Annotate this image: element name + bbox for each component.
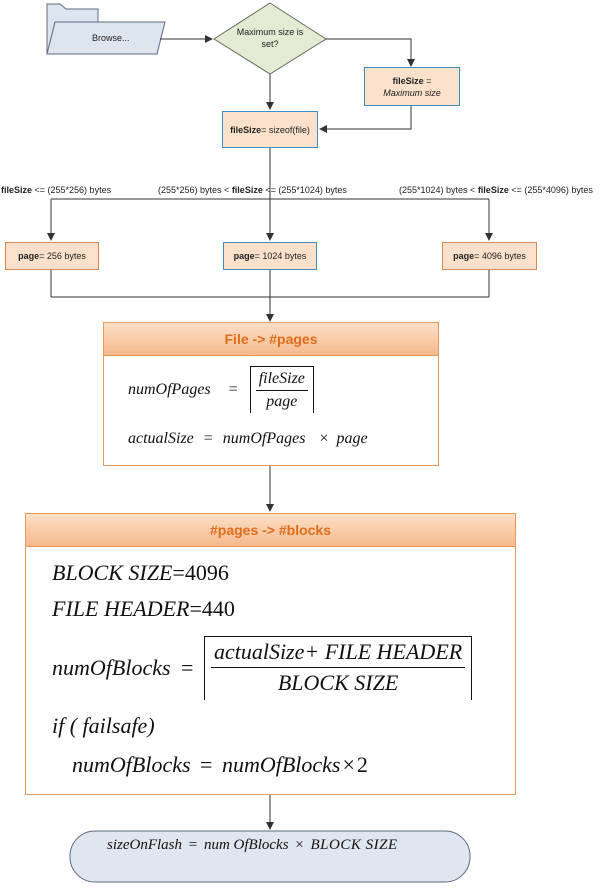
eq-sign: =	[423, 75, 432, 86]
block-size-formula: BLOCK SIZE=4096	[52, 560, 229, 585]
folder-icon	[46, 3, 166, 55]
pages-blocks-panel: #pages -> #blocks	[25, 513, 516, 795]
terminal-shape	[69, 830, 471, 883]
failsafe-formula: numOfBlocks = numOfBlocks×2	[72, 752, 368, 777]
maximum-size-value: Maximum size	[383, 87, 441, 98]
decision-label: Maximum size is set?	[236, 27, 304, 49]
filesize-var: fileSize	[392, 75, 424, 86]
panel-title: #pages -> #blocks	[26, 514, 515, 547]
failsafe-condition: if ( failsafe)	[52, 713, 155, 738]
page-1024-box: page = 1024 bytes	[223, 242, 317, 270]
filesize-var: fileSize	[230, 124, 262, 135]
file-pages-panel: File -> #pages	[103, 322, 439, 466]
actual-size-formula: actualSize = numOfPages × page	[128, 430, 368, 447]
panel-title: File -> #pages	[104, 323, 438, 356]
size-on-flash-formula: sizeOnFlash = num OfBlocks × BLOCK SIZE	[107, 837, 398, 853]
page-256-box: page = 256 bytes	[5, 242, 99, 270]
sizeof-text: = sizeof(file)	[261, 124, 310, 135]
sizeof-box: fileSize = sizeof(file)	[222, 111, 318, 148]
condition-large: (255*1024) bytes < fileSize <= (255*4096…	[399, 185, 593, 195]
page-4096-box: page = 4096 bytes	[442, 242, 537, 270]
browse-label: Browse...	[92, 33, 130, 43]
condition-medium: (255*256) bytes < fileSize <= (255*1024)…	[158, 185, 347, 195]
condition-small: fileSize <= (255*256) bytes	[1, 185, 112, 195]
file-header-formula: FILE HEADER=440	[52, 596, 235, 621]
maximum-size-box: fileSize = Maximum size	[364, 67, 460, 106]
